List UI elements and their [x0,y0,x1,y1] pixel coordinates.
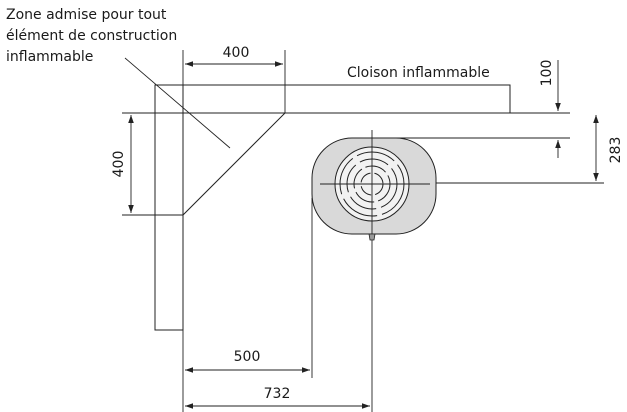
dim-zone-height-text: 400 [111,151,127,178]
zone-label-line-2: élément de construction [6,28,177,44]
dim-clearance-inner-text: 500 [234,349,261,365]
dim-clearance-center-text: 732 [264,386,291,402]
dim-wall-clearance [375,60,570,158]
dim-zone-height [122,112,183,216]
dim-zone-width [182,50,286,113]
allowed-zone-triangle [182,112,287,217]
zone-label-line-3: inflammable [6,49,93,65]
appliance [311,130,437,241]
partition-label: Cloison inflammable [347,65,490,81]
dim-zone-width-text: 400 [223,45,250,61]
dim-center-offset-text: 283 [608,137,624,164]
zone-label-leader [124,57,231,149]
zone-label-line-1: Zone admise pour tout [6,7,167,23]
dim-wall-clearance-text: 100 [539,60,555,87]
